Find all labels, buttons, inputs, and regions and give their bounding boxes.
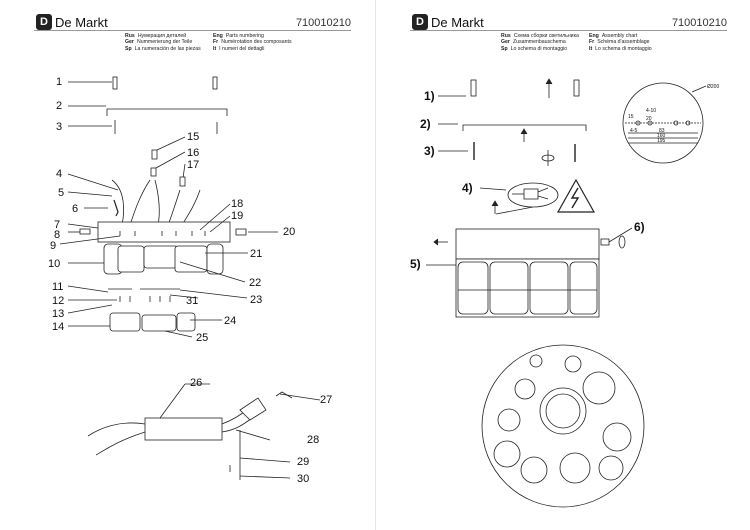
brand-logo: D De Markt [36, 14, 108, 30]
document-number: 710010210 [671, 17, 727, 29]
part-number: 22 [249, 277, 261, 289]
part-number: 7 [54, 219, 60, 231]
part-number: 16 [187, 147, 199, 159]
part-number: 20 [283, 226, 295, 238]
brand-mark: D [412, 14, 428, 30]
part-number: 1 [56, 76, 62, 88]
mounting-bracket-part [462, 124, 587, 131]
part-number: 23 [250, 294, 262, 306]
exploded-parts-diagram: 1 2 3 4 5 6 7 8 9 10 11 12 13 14 15 16 1… [48, 76, 332, 485]
part-number: 28 [307, 434, 319, 446]
part-number: 27 [320, 394, 332, 406]
step-number: 4) [462, 181, 473, 195]
dowel-part [112, 76, 118, 90]
part-number: 30 [297, 473, 309, 485]
connector-part [179, 176, 186, 187]
dowel-part [470, 79, 477, 97]
part-number: 4 [56, 168, 62, 180]
dowel-part [573, 79, 580, 97]
dimension-label: 4-10 [646, 108, 656, 114]
shade-part [141, 314, 177, 332]
dimension-label: Ø200 [707, 84, 719, 90]
brand-name: De Markt [431, 14, 484, 30]
terminal-block-part [523, 188, 539, 200]
step-number: 1) [424, 89, 435, 103]
dimension-label: 20 [646, 116, 652, 122]
side-screw-part [79, 228, 91, 235]
part-number: 2 [56, 100, 62, 112]
header-rule [410, 30, 727, 31]
shade-part [109, 312, 141, 332]
base-plate-part [97, 221, 231, 243]
part-number: 29 [297, 456, 309, 468]
dowel-part [212, 76, 218, 90]
part-number: 25 [196, 332, 208, 344]
header-rule [34, 30, 351, 31]
part-number: 9 [50, 240, 56, 252]
driver-box-part [144, 417, 223, 441]
terminal-block-part [239, 397, 267, 421]
part-number: 31 [186, 295, 198, 307]
shade-part [176, 312, 196, 332]
step-number: 3) [424, 144, 435, 158]
part-number: 11 [52, 281, 63, 293]
dimension-label: 195 [657, 138, 666, 144]
rotate-arrow-icon [618, 235, 626, 249]
step-number: 5) [410, 257, 421, 271]
part-number: 12 [52, 295, 64, 307]
side-screw-part [235, 228, 247, 236]
dimension-label: 160 [657, 133, 666, 139]
part-number: 26 [190, 377, 202, 389]
mounting-bracket-part [106, 108, 228, 116]
part-number: 3 [56, 121, 62, 133]
part-number: 19 [231, 210, 243, 222]
electric-hazard-icon [556, 178, 596, 213]
document-number: 710010210 [295, 17, 351, 29]
part-number: 6 [72, 203, 78, 215]
dimension-label: 83 [659, 128, 665, 134]
part-number: 24 [224, 315, 236, 327]
connector-part [151, 149, 158, 160]
part-number: 5 [58, 187, 64, 199]
brand-mark: D [36, 14, 52, 30]
step-number: 2) [420, 117, 431, 131]
part-number: 14 [52, 321, 64, 333]
part-number: 17 [187, 159, 199, 171]
hook-part [113, 199, 119, 217]
bottom-view-circle [481, 344, 645, 508]
connector-part [150, 167, 157, 177]
part-number: 21 [250, 248, 262, 260]
side-screw-part [600, 238, 610, 246]
part-number: 8 [54, 229, 60, 241]
part-number: 13 [52, 308, 64, 320]
step-number: 6) [634, 220, 645, 234]
part-number: 18 [231, 198, 243, 210]
dimension-label: 4-5 [630, 128, 637, 134]
dimension-label: 15 [628, 114, 634, 120]
part-number: 10 [48, 258, 60, 270]
part-number: 15 [187, 131, 199, 143]
base-plate-part [455, 228, 600, 260]
brand-name: De Markt [55, 14, 108, 30]
brand-logo: D De Markt [412, 14, 484, 30]
assembly-diagram: 1) 2) 3) 4) 5) 6) Ø200 4-10 15 20 4-5 83… [410, 78, 719, 508]
